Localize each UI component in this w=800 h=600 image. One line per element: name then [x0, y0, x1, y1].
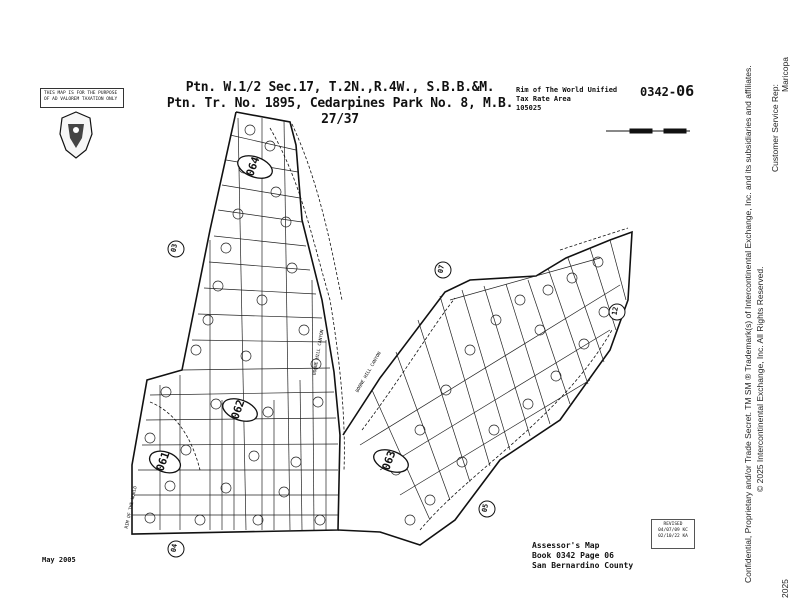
- district-info: Rim of The World Unified Tax Rate Area 1…: [516, 86, 617, 113]
- revision-box: REVISED 04/07/09 KC 02/10/22 KA: [651, 519, 695, 549]
- adjoining-page-07: 07: [436, 264, 446, 274]
- county-name: Maricopa: [780, 57, 790, 92]
- county-seal-icon: [59, 111, 93, 159]
- footer-line-3: San Bernardino County: [532, 561, 634, 570]
- map-title: Ptn. W.1/2 Sec.17, T.2N.,R.4W., S.B.B.&M…: [150, 80, 530, 128]
- title-line-2: Ptn. Tr. No. 1895, Cedarpines Park No. 8…: [166, 96, 514, 127]
- page-number: 06: [676, 82, 695, 100]
- district-name: Rim of The World Unified: [516, 86, 618, 94]
- footer-line-2: Book 0342 Page 06: [532, 551, 614, 560]
- adjoining-page-12: 12: [610, 306, 620, 316]
- assessor-footer: Assessor's Map Book 0342 Page 06 San Ber…: [532, 541, 633, 571]
- year-label: 2025: [780, 579, 790, 598]
- notice-line-2: OF AD VALOREM TAXATION ONLY: [44, 97, 118, 102]
- confidential-notice: Confidential, Proprietary and/or Trade S…: [743, 65, 753, 583]
- adjoining-page-04: 04: [169, 543, 179, 553]
- parcel-boundaries: [131, 111, 633, 546]
- copyright-notice: © 2025 Intercontinental Exchange, Inc. A…: [755, 266, 765, 492]
- revised-label: REVISED: [663, 522, 683, 527]
- footer-line-1: Assessor's Map: [532, 541, 600, 550]
- adjoining-page-circles: [167, 240, 626, 558]
- taxation-notice-box: THIS MAP IS FOR THE PURPOSE OF AD VALORE…: [40, 88, 124, 108]
- map-date: May 2005: [42, 556, 76, 564]
- revised-date-2: 02/10/22 KA: [658, 534, 688, 539]
- lot-lines-east: [359, 239, 627, 521]
- adjoining-page-05: 05: [480, 503, 490, 513]
- adjoining-page-03: 03: [169, 243, 179, 253]
- road-lines: [149, 123, 629, 531]
- scale-bar: [606, 128, 690, 134]
- customer-service-label: Customer Service Rep:: [770, 84, 780, 172]
- parcel-number-circles: [144, 124, 610, 526]
- tax-rate-area-number: 105025: [516, 104, 542, 112]
- book-number: 0342-: [640, 85, 677, 99]
- notice-line-1: THIS MAP IS FOR THE PURPOSE: [44, 91, 118, 96]
- revised-date-1: 04/07/09 KC: [658, 528, 688, 533]
- block-label-ovals: [148, 155, 409, 474]
- tax-rate-area-label: Tax Rate Area: [516, 95, 571, 103]
- title-line-1: Ptn. W.1/2 Sec.17, T.2N.,R.4W., S.B.B.&M…: [185, 80, 495, 95]
- book-page-number: 0342-06: [640, 82, 694, 100]
